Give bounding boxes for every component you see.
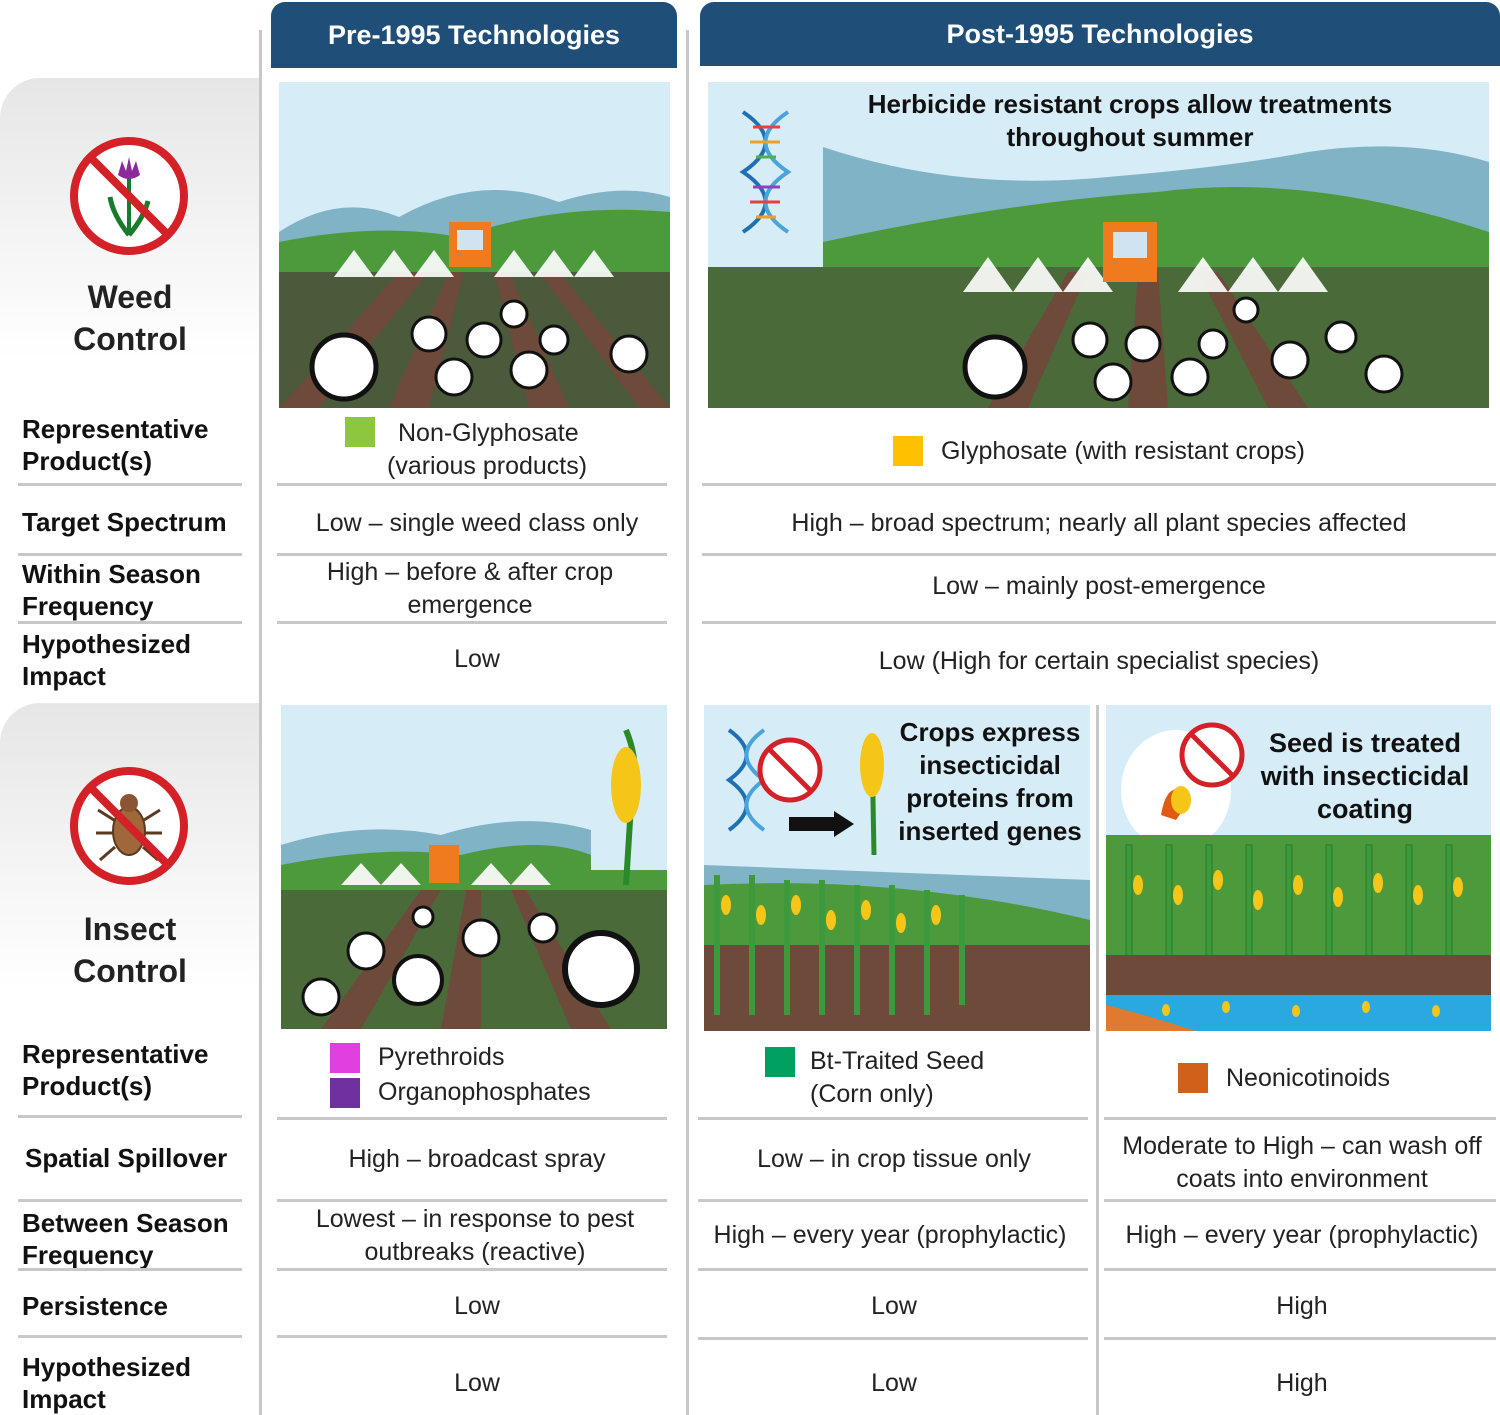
insect-hr-1-left	[18, 1115, 242, 1118]
weed-hr-3-pre	[277, 621, 667, 624]
weed-hr-2-post	[702, 553, 1496, 556]
weed-control-title: Weed Control	[73, 279, 187, 357]
weed-row-label-impact: Hypothesized Impact	[22, 629, 192, 691]
neonicotinoids-label: Neonicotinoids	[1226, 1063, 1390, 1092]
insect-seed-caption: Seed is treated with insecticidal coatin…	[1260, 728, 1470, 824]
insect-hr-4-neo	[1104, 1337, 1496, 1340]
insect-hr-1-bt	[698, 1117, 1088, 1120]
header-post-1995: Post-1995 Technologies	[700, 2, 1500, 66]
insect-hr-3-bt	[698, 1268, 1088, 1271]
persistence-neo: High	[1276, 1291, 1328, 1320]
magenta-swatch	[330, 1043, 360, 1074]
bt-line2: (Corn only)	[810, 1080, 934, 1108]
weed-hr-1-left	[18, 483, 242, 486]
frequency-pre: Lowest – in response to pest outbreaks (…	[315, 1205, 635, 1266]
insect-product-neo: Neonicotinoids	[1104, 1059, 1464, 1097]
pyrethroids-label: Pyrethroids	[378, 1043, 505, 1071]
weed-frequency-post: Low – mainly post-emergence	[932, 571, 1266, 600]
weed-row-label-frequency: Within Season Frequency	[22, 559, 201, 621]
insect-bt-illustration	[704, 705, 1090, 1031]
insect-row-label-persistence: Persistence	[22, 1291, 168, 1321]
organophosphates-label: Organophosphates	[378, 1078, 591, 1106]
insect-seed-illustration	[1106, 705, 1491, 1031]
weed-row-label-spectrum: Target Spectrum	[22, 507, 227, 537]
impact-bt: Low	[871, 1368, 917, 1397]
weed-product-pre-line2: (various products)	[387, 452, 588, 480]
weed-hr-3-post	[702, 621, 1496, 624]
insect-row-label-product: Representative Product(s)	[22, 1039, 209, 1101]
no-weed-icon	[70, 137, 188, 255]
frequency-bt: High – every year (prophylactic)	[713, 1220, 1067, 1249]
weed-impact-post: Low (High for certain specialist species…	[878, 646, 1320, 675]
weed-product-post-text: Glyphosate (with resistant crops)	[940, 436, 1306, 465]
insect-product-pre-2: Organophosphates	[330, 1075, 650, 1110]
weed-hr-1-pre	[277, 483, 667, 486]
impact-pre: Low	[454, 1368, 500, 1397]
weed-impact-pre: Low	[454, 644, 500, 673]
insect-hr-4-left	[18, 1335, 242, 1338]
header-pre-1995: Pre-1995 Technologies	[271, 2, 677, 68]
divider-left	[259, 30, 262, 1415]
insect-pre-illustration	[281, 705, 667, 1029]
no-insect-icon	[70, 767, 188, 885]
purple-swatch	[330, 1078, 360, 1109]
weed-spectrum-pre: Low – single weed class only	[315, 508, 639, 537]
insect-hr-3-left	[18, 1268, 242, 1271]
insect-hr-2-bt	[698, 1199, 1088, 1202]
weed-hr-2-left	[18, 553, 242, 556]
orange-swatch	[1178, 1063, 1208, 1093]
green-dark-swatch	[765, 1047, 795, 1077]
insect-hr-3-pre	[277, 1268, 667, 1271]
weed-pre-illustration	[279, 82, 670, 408]
weed-hr-1-post	[702, 483, 1496, 486]
weed-post-illustration	[708, 82, 1489, 408]
weed-product-pre: Non-Glyphosate (various products)	[345, 417, 645, 483]
insect-hr-1-pre	[277, 1117, 667, 1120]
persistence-pre: Low	[454, 1291, 500, 1320]
frequency-neo: High – every year (prophylactic)	[1125, 1220, 1479, 1249]
weed-hr-3-left	[18, 621, 242, 624]
insect-product-bt: Bt-Traited Seed (Corn only)	[765, 1045, 1085, 1111]
insect-row-label-frequency: Between Season Frequency	[22, 1208, 229, 1270]
impact-neo: High	[1276, 1368, 1328, 1397]
spillover-neo: Moderate to High – can wash off coats in…	[1122, 1132, 1482, 1193]
insect-control-title: Insect Control	[73, 911, 187, 989]
yellow-swatch	[892, 436, 923, 466]
insect-hr-4-pre	[277, 1335, 667, 1338]
weed-frequency-pre: High – before & after crop emergence	[326, 558, 614, 619]
insect-product-pre: Pyrethroids Organophosphates	[330, 1040, 650, 1110]
spillover-bt: Low – in crop tissue only	[757, 1144, 1031, 1173]
weed-row-label-product: Representative Product(s)	[22, 414, 209, 476]
insect-hr-1-neo	[1104, 1117, 1496, 1120]
insect-hr-4-bt	[698, 1337, 1088, 1340]
insect-hr-2-pre	[277, 1199, 667, 1202]
divider-middle	[686, 30, 689, 1415]
weed-hr-2-pre	[277, 553, 667, 556]
insect-product-pre-1: Pyrethroids	[330, 1040, 650, 1075]
weed-spectrum-post: High – broad spectrum; nearly all plant …	[791, 508, 1407, 537]
persistence-bt: Low	[871, 1291, 917, 1320]
bt-line1: Bt-Traited Seed	[810, 1047, 985, 1075]
spillover-pre: High – broadcast spray	[348, 1144, 606, 1173]
insect-row-label-spillover: Spatial Spillover	[25, 1143, 228, 1173]
weed-post-caption: Herbicide resistant crops allow treatmen…	[867, 89, 1393, 152]
divider-post	[1096, 705, 1099, 1415]
insect-hr-3-neo	[1104, 1268, 1496, 1271]
weed-product-post: Glyphosate (with resistant crops)	[702, 432, 1496, 470]
insect-hr-2-neo	[1104, 1199, 1496, 1202]
green-swatch	[345, 417, 375, 447]
insect-bt-caption: Crops express insecticidal proteins from…	[898, 717, 1082, 846]
insect-row-label-impact: Hypothesized Impact	[22, 1352, 192, 1414]
insect-hr-2-left	[18, 1199, 242, 1202]
weed-product-pre-line1: Non-Glyphosate	[398, 419, 579, 447]
